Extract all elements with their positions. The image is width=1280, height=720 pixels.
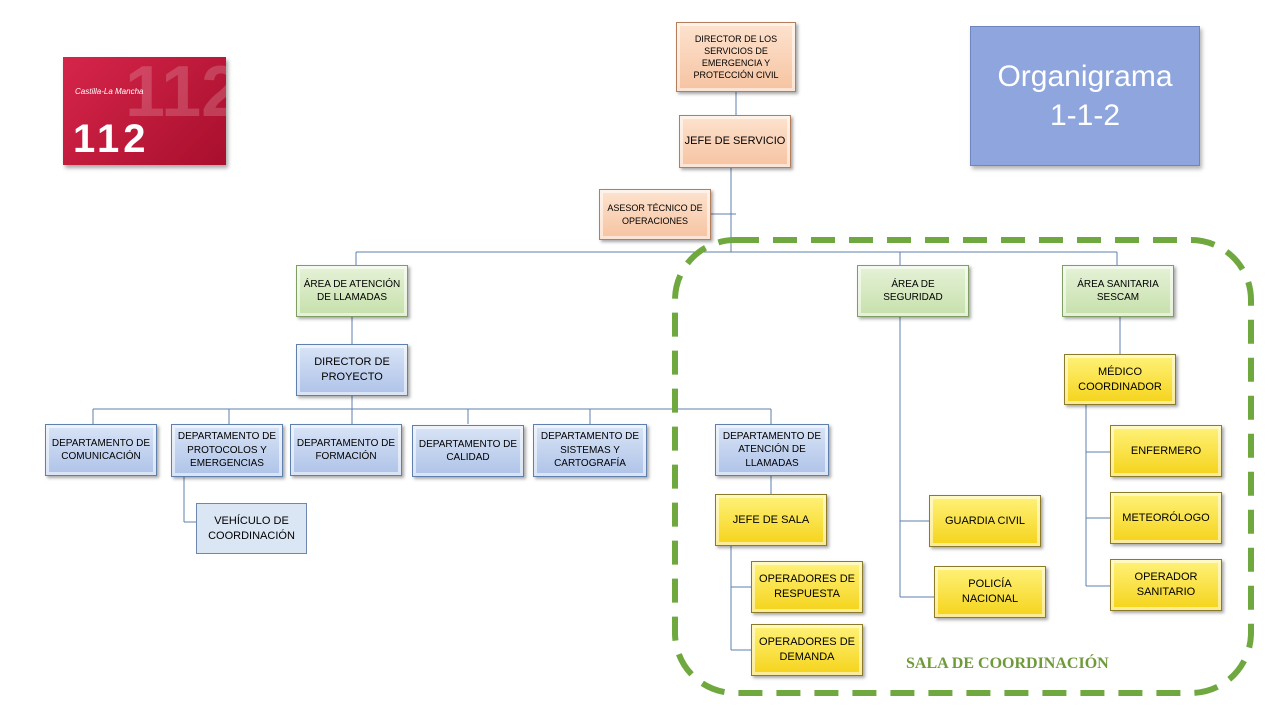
sala-coordinacion-region bbox=[672, 237, 1254, 696]
node-director-proyecto: DIRECTOR DE PROYECTO bbox=[296, 344, 408, 396]
title-line-1: Organigrama bbox=[997, 60, 1173, 93]
node-area-llamadas: ÁREA DE ATENCIÓN DE LLAMADAS bbox=[296, 265, 408, 317]
node-vehiculo: VEHÍCULO DE COORDINACIÓN bbox=[196, 503, 307, 554]
node-op-demanda: OPERADORES DE DEMANDA bbox=[751, 624, 863, 676]
node-dep-atencion: DEPARTAMENTO DE ATENCIÓN DE LLAMADAS bbox=[715, 424, 829, 476]
node-area-seguridad: ÁREA DE SEGURIDAD bbox=[857, 265, 969, 317]
node-jefe-sala: JEFE DE SALA bbox=[715, 494, 827, 546]
node-jefe-servicio: JEFE DE SERVICIO bbox=[679, 115, 791, 168]
page-title: Organigrama 1-1-2 bbox=[970, 26, 1200, 166]
logo-watermark-number: 112 bbox=[125, 57, 226, 132]
node-dep-formacion: DEPARTAMENTO DE FORMACIÓN bbox=[290, 424, 402, 476]
logo-region-text: Castilla-La Mancha bbox=[75, 87, 144, 96]
logo-112: 112 Castilla-La Mancha 112 bbox=[63, 57, 226, 165]
node-dep-calidad: DEPARTAMENTO DE CALIDAD bbox=[412, 425, 524, 477]
node-director: DIRECTOR DE LOS SERVICIOS DE EMERGENCIA … bbox=[676, 22, 796, 92]
logo-number: 112 bbox=[73, 117, 150, 161]
node-dep-protocolos: DEPARTAMENTO DE PROTOCOLOS Y EMERGENCIAS bbox=[171, 424, 283, 477]
sala-coordinacion-label: SALA DE COORDINACIÓN bbox=[906, 655, 1109, 672]
node-policia: POLICÍA NACIONAL bbox=[934, 566, 1046, 618]
node-dep-sistemas: DEPARTAMENTO DE SISTEMAS Y CARTOGRAFÍA bbox=[533, 424, 647, 477]
node-op-sanitario: OPERADOR SANITARIO bbox=[1110, 559, 1222, 611]
node-guardia-civil: GUARDIA CIVIL bbox=[929, 495, 1041, 547]
node-enfermero: ENFERMERO bbox=[1110, 425, 1222, 477]
node-dep-comunicacion: DEPARTAMENTO DE COMUNICACIÓN bbox=[45, 424, 157, 476]
node-medico: MÉDICO COORDINADOR bbox=[1064, 354, 1176, 405]
title-line-2: 1-1-2 bbox=[1049, 99, 1121, 132]
node-meteorologo: METEORÓLOGO bbox=[1110, 492, 1222, 544]
node-op-respuesta: OPERADORES DE RESPUESTA bbox=[751, 561, 863, 613]
node-area-sanitaria: ÁREA SANITARIA SESCAM bbox=[1062, 265, 1174, 317]
node-asesor: ASESOR TÉCNICO DE OPERACIONES bbox=[599, 189, 711, 240]
